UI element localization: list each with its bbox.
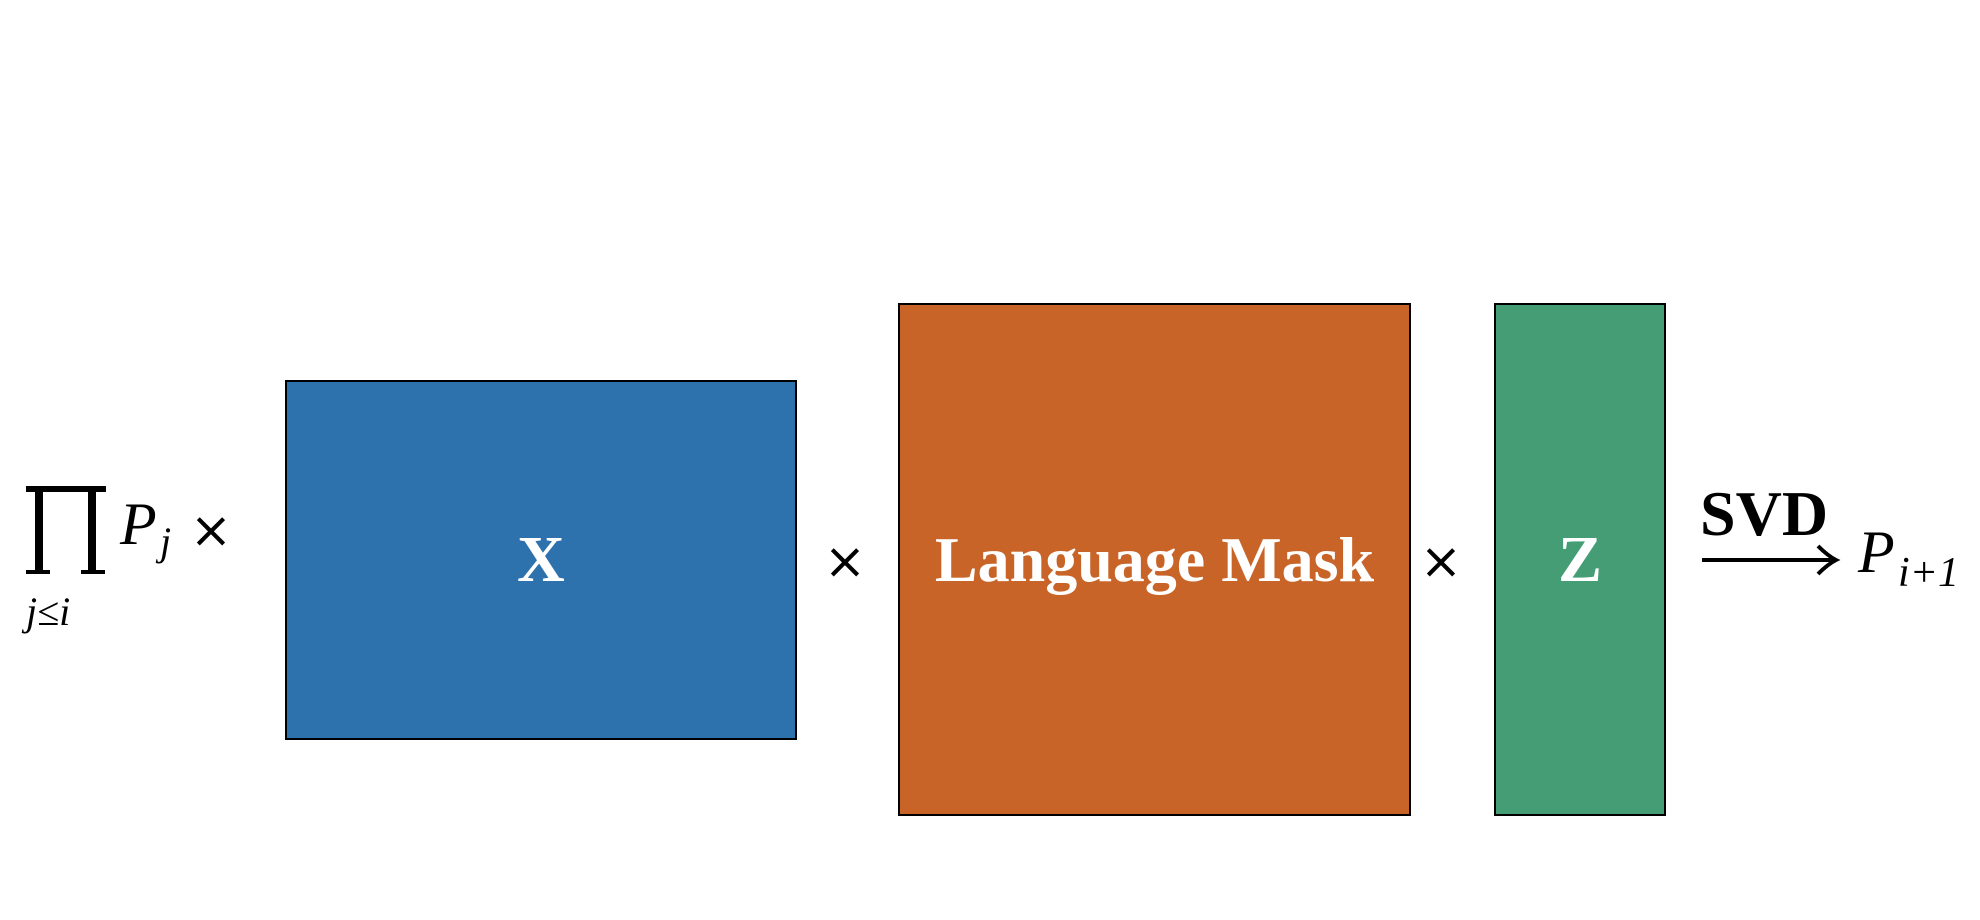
times-operator-3: × [1420,532,1462,590]
matrix-x-block: X [285,380,797,740]
product-subscript: j≤i [26,589,71,634]
right-arrow-icon [1702,544,1841,576]
left-factor-p: P [120,491,157,557]
times-operator-2: × [824,532,866,590]
matrix-x-label: X [517,523,565,596]
svd-label: SVD [1700,478,1829,549]
left-factor-subscript: j [160,519,172,564]
result-subscript: i+1 [1898,550,1960,596]
times-operator-1: × [190,501,232,559]
language-mask-label: Language Mask [934,523,1375,595]
language-mask-block: Language Mask [898,303,1411,816]
result-p: P [1858,519,1895,585]
matrix-z-label: Z [1557,522,1603,596]
matrix-z-block: Z [1494,303,1666,816]
product-symbol [26,486,106,574]
